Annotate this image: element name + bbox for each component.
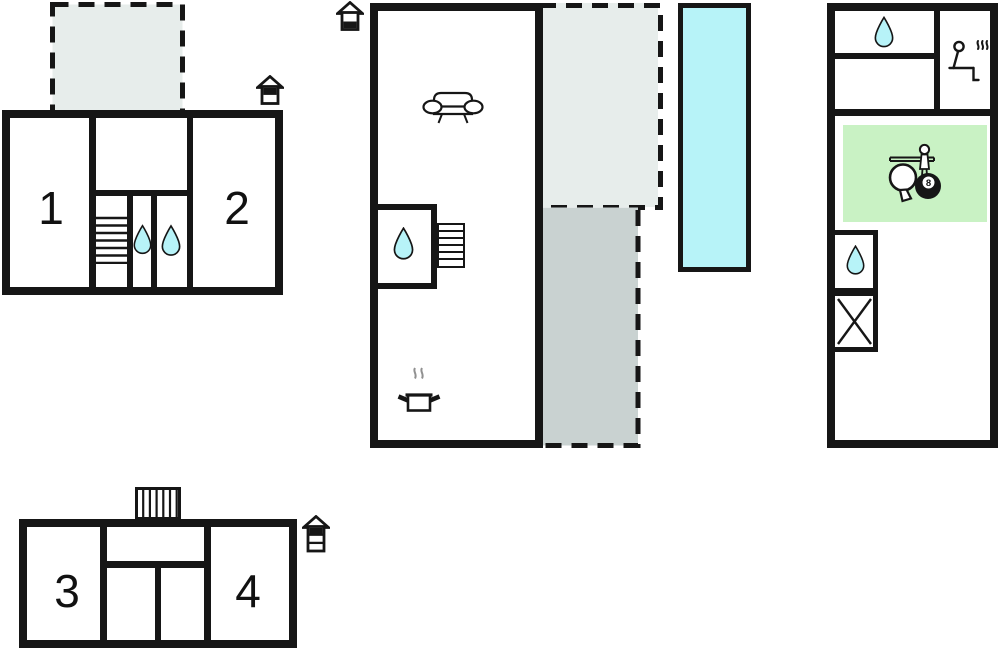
room-label-3: 3 (54, 565, 80, 617)
terrace-top-left (50, 2, 185, 117)
house-floor-top-icon (302, 515, 330, 553)
wall (835, 109, 990, 116)
water-drop-icon (161, 224, 181, 256)
wall (835, 53, 940, 59)
wall (89, 118, 96, 287)
wall (155, 568, 161, 640)
games-icons: 8 (888, 143, 941, 203)
room-label-1: 1 (38, 182, 64, 234)
staircase-icon (135, 487, 181, 520)
billiard-ball-icon: 8 (915, 173, 941, 199)
house-floor-lower-icon (336, 1, 364, 31)
wall (378, 204, 431, 210)
water-drop-icon (133, 224, 152, 255)
billiard-ball-number: 8 (926, 178, 931, 189)
wall (934, 11, 940, 115)
building-outline (827, 3, 998, 448)
sofa-icon (422, 91, 484, 124)
wall (127, 190, 133, 287)
wall (204, 527, 211, 640)
swimming-pool (678, 3, 751, 272)
x-cross-icon (837, 298, 872, 345)
water-drop-icon (846, 245, 865, 275)
terrace-middle-upper (538, 3, 663, 210)
water-drop-icon (393, 227, 414, 260)
wall (187, 118, 193, 287)
room-label-2: 2 (224, 182, 250, 234)
staircase-icon (96, 216, 127, 264)
building-outline (2, 110, 283, 295)
sauna-icon (948, 40, 989, 82)
wall (107, 561, 204, 568)
house-floor-upper-icon (256, 75, 284, 105)
water-drop-icon (874, 16, 894, 48)
table-tennis-paddle-icon (888, 163, 918, 203)
wall (96, 190, 187, 196)
wall (431, 204, 437, 289)
room-label-4: 4 (235, 565, 261, 617)
wall (100, 527, 107, 640)
cooking-pot-icon (397, 367, 441, 412)
staircase-icon (437, 223, 465, 268)
terrace-middle-lower (540, 207, 641, 448)
wall (151, 190, 157, 287)
wall (378, 283, 437, 289)
